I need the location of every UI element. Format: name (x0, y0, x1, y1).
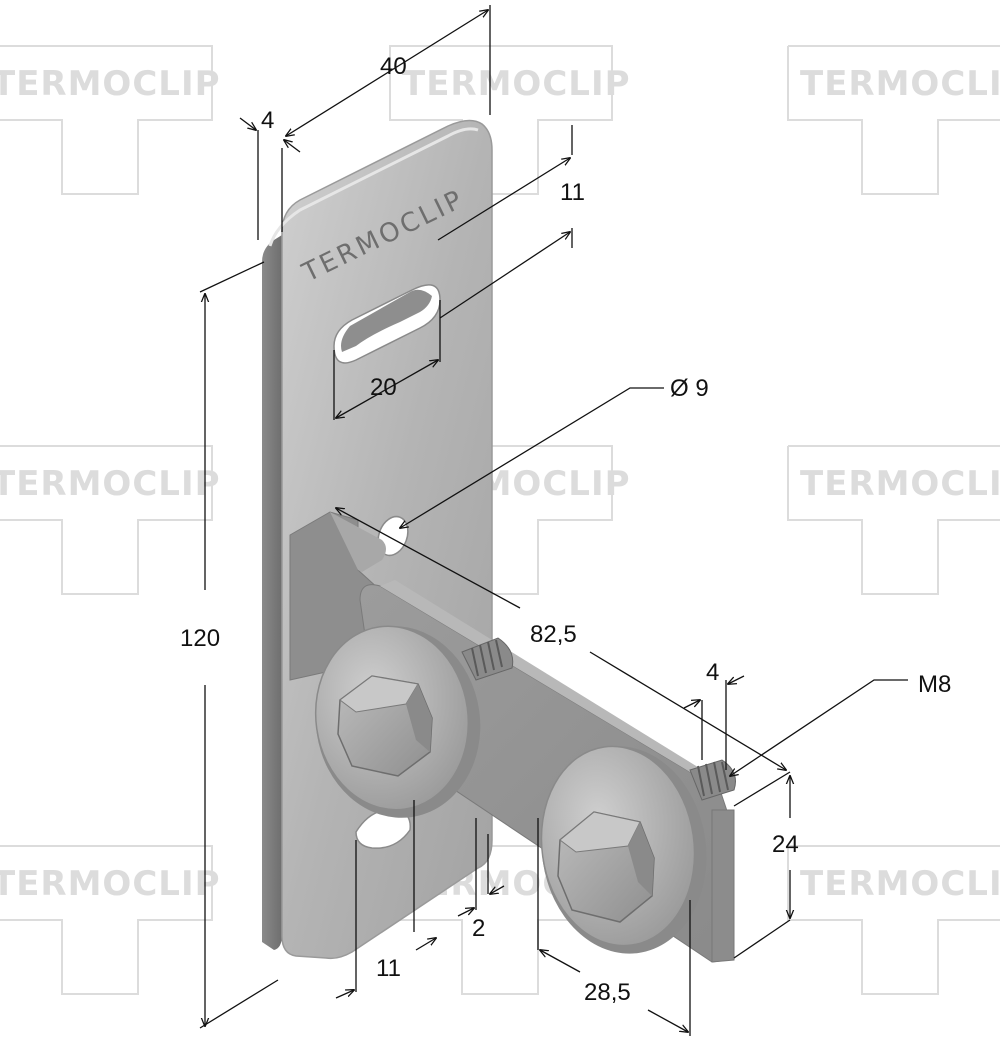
dimension-lines (199, 5, 908, 1036)
watermark-text: TERMOCLIP (800, 64, 1000, 104)
dim-leader-d9 (400, 387, 664, 528)
watermark-logo (787, 45, 1000, 195)
dim-label-thread: M8 (918, 671, 951, 698)
bracket-top-edge (380, 580, 735, 790)
dim-line-2 (457, 908, 474, 917)
dim-line-11b (335, 990, 354, 999)
dim-line-28-5 (540, 950, 581, 973)
dim-line-11b (415, 938, 436, 951)
watermark-text: TERMOCLIP (402, 64, 631, 104)
dim-label-width-top: 40 (380, 53, 407, 80)
dim-label-slot-width: 20 (370, 374, 397, 401)
slot-inner-wall (341, 289, 432, 352)
thread-1 (461, 637, 514, 681)
dim-line-11 (439, 232, 570, 319)
dim-line-2 (490, 885, 505, 894)
dimension-labels: 40 4 11 20 Ø 9 120 82,5 4 M8 24 11 2 28,… (180, 53, 951, 1006)
watermark-logo (787, 845, 1000, 995)
watermark-logo (0, 45, 213, 195)
plate-edge (262, 235, 282, 950)
dim-line (733, 771, 791, 807)
hex-nut-1 (337, 675, 433, 777)
watermark-grid (0, 45, 1000, 995)
watermark-text: TERMOCLIP (800, 864, 1000, 904)
hex-nut-2 (557, 811, 655, 923)
watermark-logo (787, 445, 1000, 595)
dim-label-offset-11: 11 (376, 955, 401, 982)
dim-line-4 (284, 140, 301, 153)
dim-line-82-5 (589, 651, 786, 770)
dim-line-4 (239, 117, 256, 130)
watermark-text: TERMOCLIP (0, 64, 221, 104)
dim-label-bracket-height: 24 (772, 831, 799, 858)
dim-label-thickness-top: 4 (261, 107, 274, 134)
watermark-text: TERMOCLIP (0, 864, 221, 904)
dim-label-bracket-length: 82,5 (530, 621, 577, 648)
dim-line-20 (336, 360, 438, 418)
dim-label-thickness-bracket: 4 (706, 659, 719, 686)
watermark-text: TERMOCLIP (800, 464, 1000, 504)
dim-line (733, 919, 791, 959)
dim-line-4b (683, 700, 700, 709)
dim-line-11 (437, 158, 570, 241)
dim-line (199, 979, 279, 1029)
dim-line-4b (728, 675, 745, 684)
watermark-logo (0, 845, 213, 995)
dim-label-hole-diameter: Ø 9 (670, 375, 709, 402)
dim-line (199, 261, 265, 293)
bracket-leg-top (330, 512, 386, 572)
watermark-logo (0, 445, 213, 595)
dim-label-slot-height: 11 (560, 179, 585, 206)
bracket-end-face (711, 809, 735, 963)
dim-leader-m8 (730, 679, 908, 776)
watermark-text: TERMOCLIP (0, 464, 221, 504)
thread-2 (689, 759, 736, 801)
dim-line-40 (286, 10, 488, 136)
dim-label-gap-2: 2 (472, 915, 485, 942)
dim-line-28-5 (647, 1009, 688, 1032)
dim-label-total-height: 120 (180, 625, 220, 652)
dim-label-bolt-spacing: 28,5 (584, 979, 631, 1006)
dim-line-82-5 (336, 508, 521, 609)
